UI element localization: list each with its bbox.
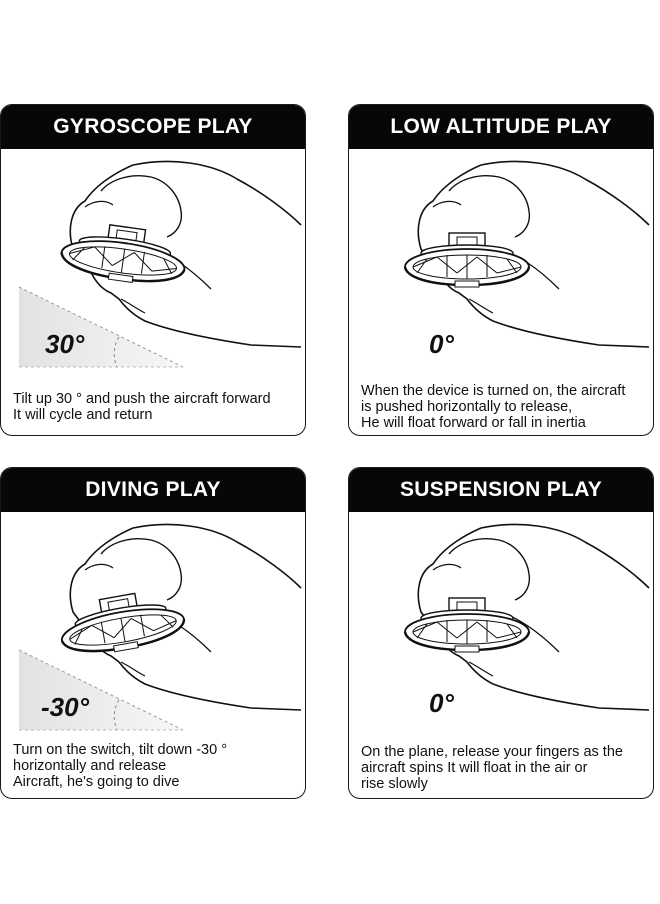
card-title: GYROSCOPE PLAY	[1, 105, 305, 149]
angle-label: 0°	[429, 688, 454, 718]
card-title: SUSPENSION PLAY	[349, 468, 653, 512]
angle-label: 30°	[45, 329, 85, 359]
hand-holding-spinner-icon	[349, 512, 653, 740]
angle-label: 0°	[429, 329, 454, 359]
card-description: On the plane, release your fingers as th…	[361, 744, 623, 792]
angle-label: -30°	[41, 692, 89, 722]
suspension-play-card: SUSPENSION PLAY 0° On the plane, release…	[348, 467, 654, 799]
card-description: Tilt up 30 ° and push the aircraft forwa…	[13, 391, 271, 423]
card-description: When the device is turned on, the aircra…	[361, 383, 626, 431]
gyroscope-play-card: GYROSCOPE PLAY 30° Tilt up 30 ° and push…	[0, 104, 306, 436]
card-title: LOW ALTITUDE PLAY	[349, 105, 653, 149]
card-description: Turn on the switch, tilt down -30 ° hori…	[13, 742, 227, 790]
hand-holding-spinner-icon	[1, 149, 305, 377]
diving-play-card: DIVING PLAY -30° Turn on the switch, til…	[0, 467, 306, 799]
card-title: DIVING PLAY	[1, 468, 305, 512]
hand-holding-spinner-icon	[349, 149, 653, 377]
low-altitude-play-card: LOW ALTITUDE PLAY 0° When the device is …	[348, 104, 654, 436]
hand-holding-spinner-icon	[1, 512, 305, 740]
